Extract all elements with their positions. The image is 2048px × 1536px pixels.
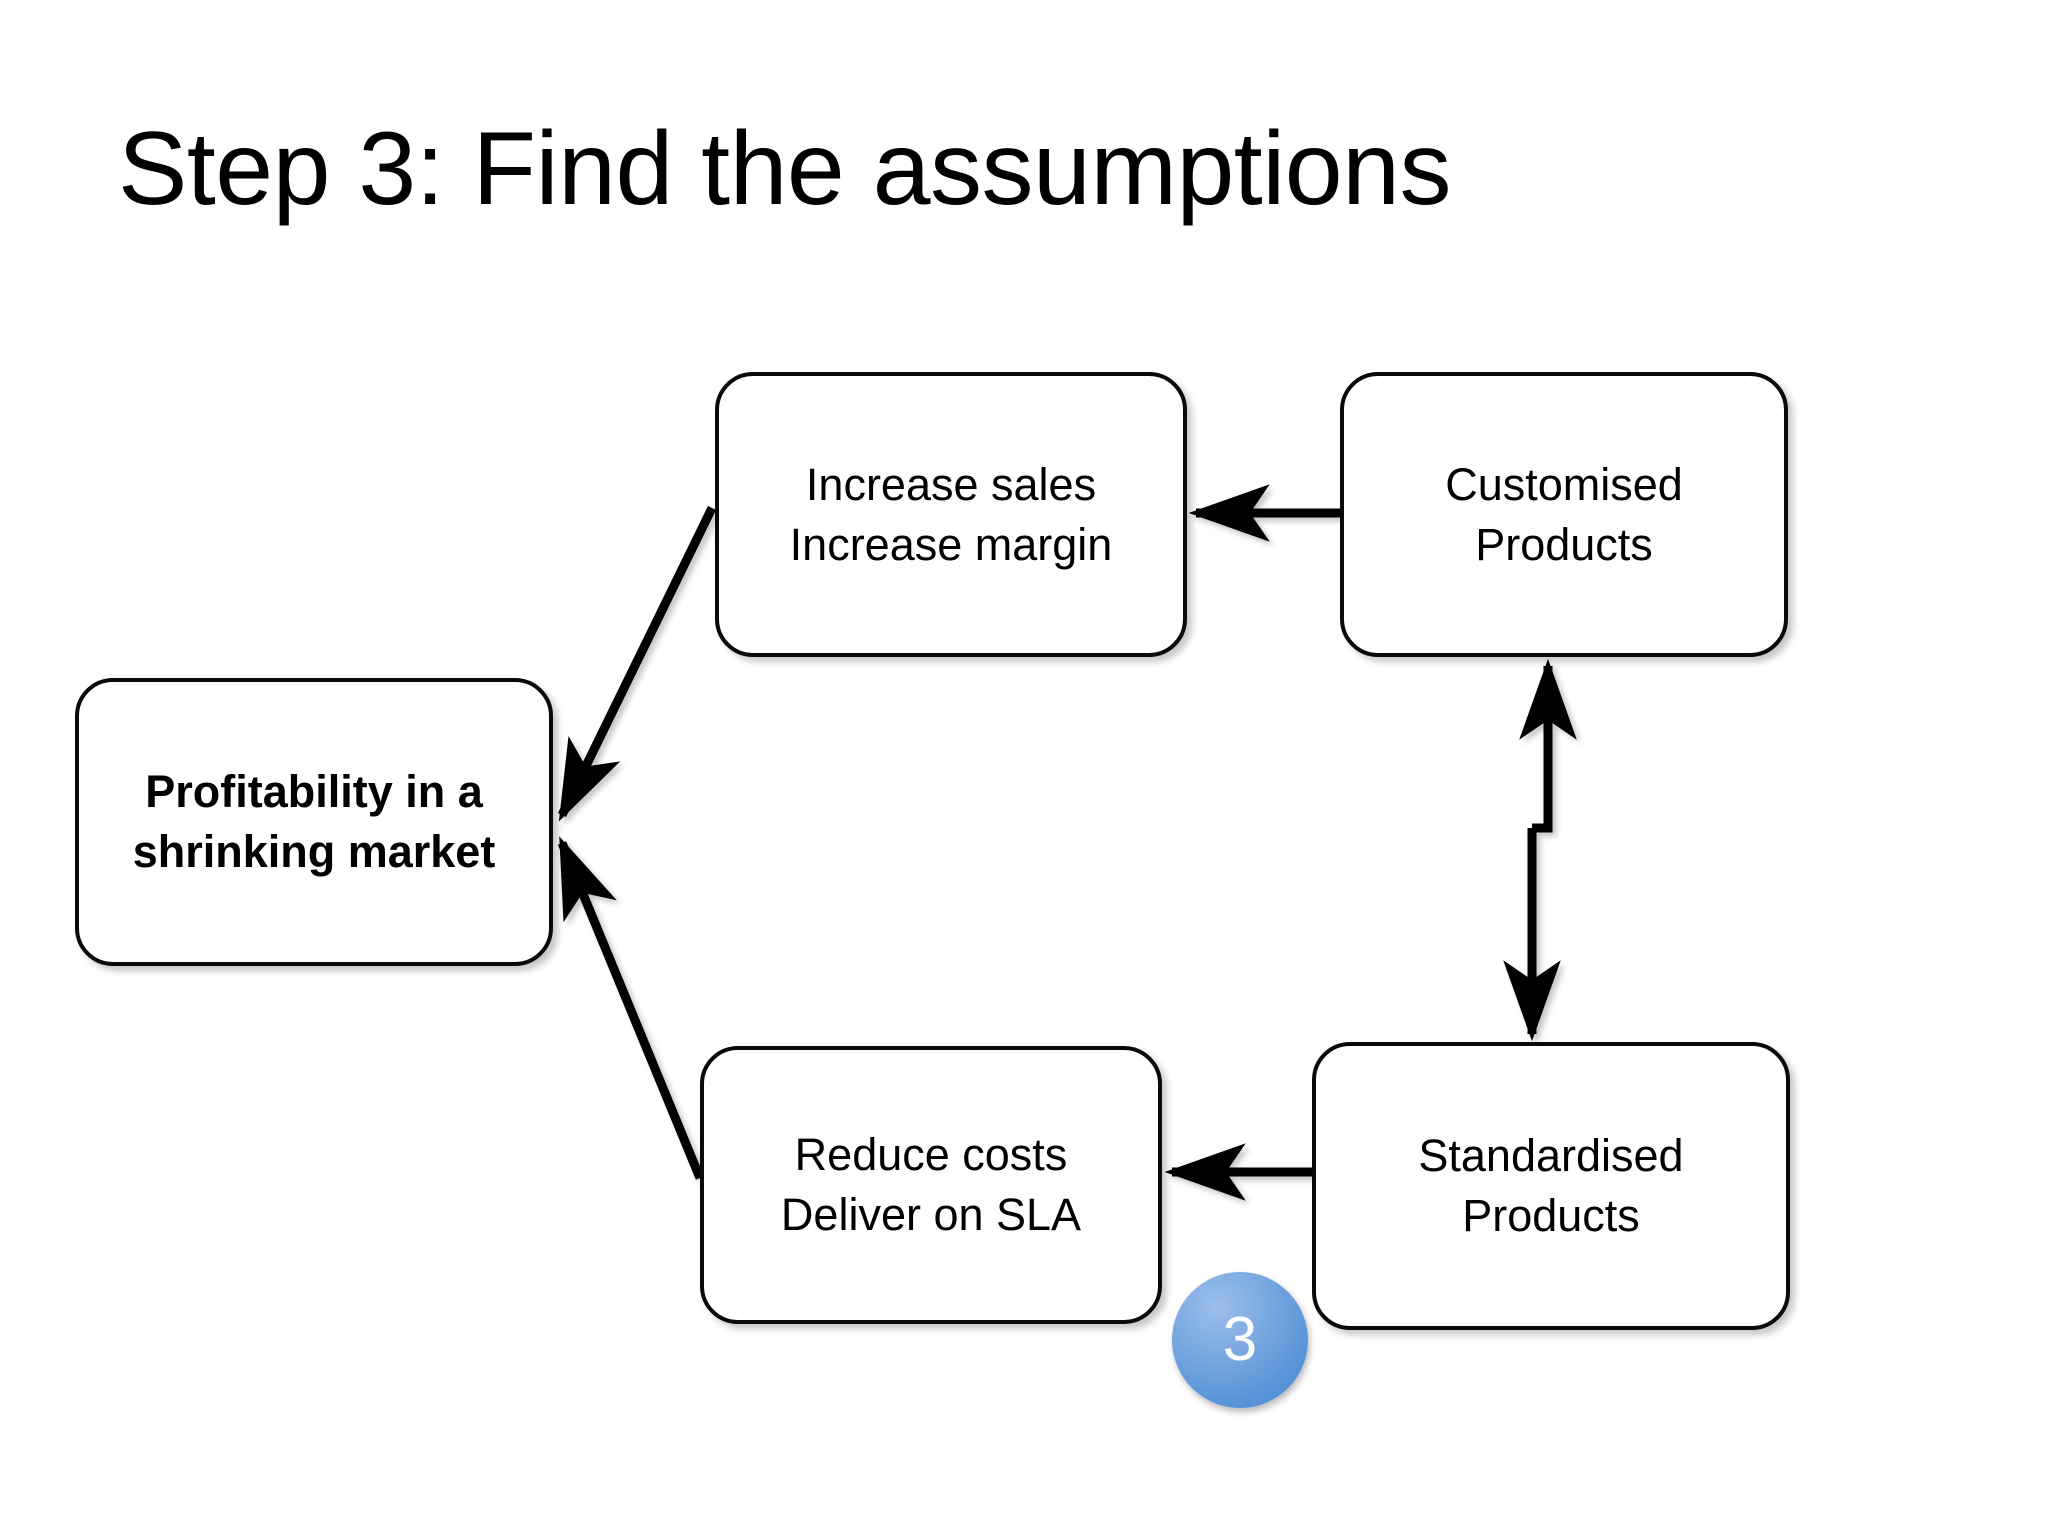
badge-number-label: 3 [1222, 1305, 1258, 1374]
node-customised-products[interactable]: Customised Products [1340, 372, 1788, 657]
step-number-badge: 3 [1172, 1272, 1308, 1408]
page-title: Step 3: Find the assumptions [118, 111, 1451, 227]
node-label: Standardised Products [1418, 1130, 1684, 1241]
arrow-reduce-to-profitability [557, 836, 705, 1180]
node-profitability-shrinking-market[interactable]: Profitability in a shrinking market [75, 678, 553, 966]
arrow-increase-to-profitability [557, 506, 717, 822]
node-standardised-products[interactable]: Standardised Products [1312, 1042, 1790, 1330]
node-label: Reduce costs Deliver on SLA [780, 1129, 1082, 1240]
node-increase-sales-margin[interactable]: Increase sales Increase margin [715, 372, 1187, 657]
node-label: Profitability in a shrinking market [132, 766, 496, 877]
node-label: Increase sales Increase margin [789, 458, 1113, 570]
node-reduce-costs-sla[interactable]: Reduce costs Deliver on SLA [700, 1046, 1162, 1324]
arrow-standardised-to-customised [1519, 658, 1577, 833]
node-label: Customised Products [1445, 458, 1683, 570]
